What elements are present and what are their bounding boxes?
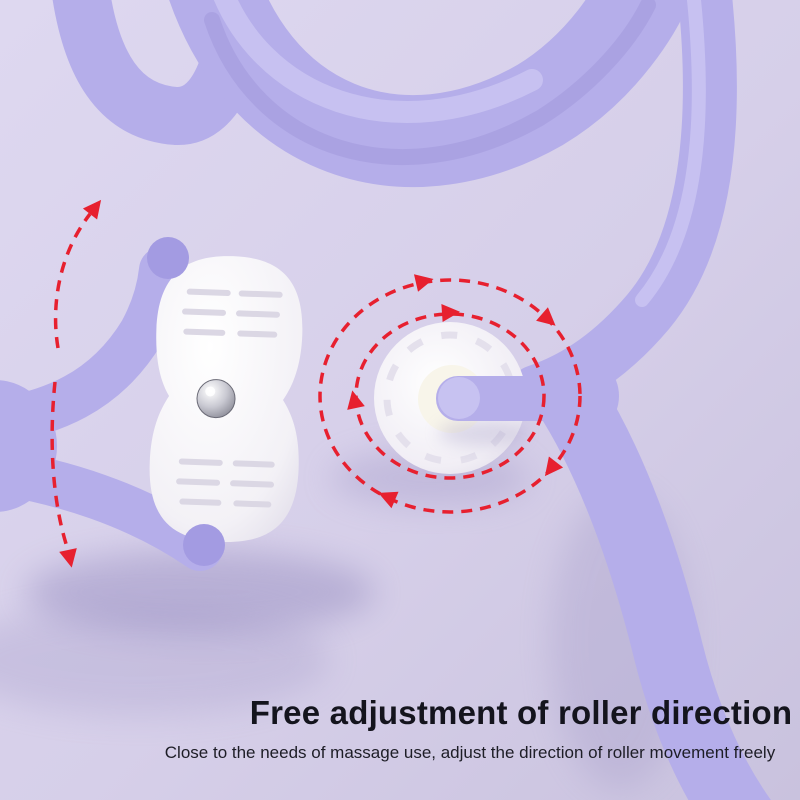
frame-top-curve-highlight [213,0,543,123]
rotation-arrows-left [50,199,102,568]
rotation-arc-up [53,212,92,349]
left-roller-top-cap [147,237,189,279]
axle-shadow [438,420,526,446]
shadow-bottom-left [0,605,330,715]
caption: Free adjustment of roller direction Clos… [0,694,800,763]
rotation-arrowhead-icon [441,304,460,322]
subheadline: Close to the needs of massage use, adjus… [164,743,776,762]
rotation-arrowhead-icon [347,390,365,410]
rotation-arrowhead-icon [536,307,556,326]
rotation-arrows-right [318,274,582,514]
right-roller [374,322,586,474]
roller-ridge-marks [176,288,283,508]
left-fork-lower-arm [0,448,223,571]
rotation-arc-down [50,381,70,551]
rotation-arrowhead-icon [378,491,399,509]
rotation-arrowhead-icon [413,274,434,292]
rotation-arrowhead-down-icon [59,548,77,568]
left-roller [149,256,303,542]
frame-top-curve [169,0,690,188]
ball-highlight [205,386,216,397]
frame-top-curve-shade [204,0,656,165]
left-fork-upper-arm [0,247,185,444]
left-fork [0,247,223,571]
roller-center-ball [196,379,236,419]
headline: Free adjustment of roller direction [249,694,793,731]
left-roller-bottom-cap [183,524,225,566]
frame-right-curve-highlight [635,0,706,307]
frame-right-lower-tube [531,357,771,800]
rotation-arrowhead-icon [544,456,564,477]
axle-end-cap [438,377,480,419]
rotation-circle-outer [318,278,582,514]
rotation-arrowhead-up-icon [82,199,102,220]
